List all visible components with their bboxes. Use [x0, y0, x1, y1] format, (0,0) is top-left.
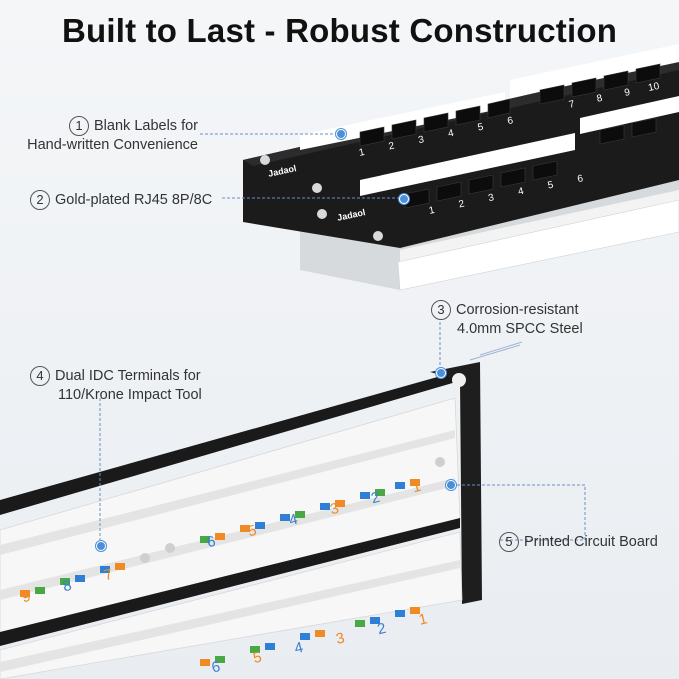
hotspot-dot-1[interactable] [336, 129, 346, 139]
port-number: 4 [447, 127, 455, 140]
hotspot-dot-2[interactable] [399, 194, 409, 204]
port-number: 5 [546, 179, 555, 192]
callout-text: 4.0mm SPCC Steel [457, 321, 583, 337]
idc-number: 4 [287, 510, 300, 530]
callout-steel: 3 Corrosion-resistant 4.0mm SPCC Steel [431, 300, 583, 338]
port-number: 2 [387, 140, 396, 153]
idc-number: 3 [328, 499, 341, 519]
callout-text: Dual IDC Terminals for [55, 367, 201, 384]
idc-number: 1 [410, 477, 423, 497]
callout-gold-plated: 2 Gold-plated RJ45 8P/8C [30, 190, 212, 210]
idc-number: 5 [251, 648, 264, 668]
callout-number: 4 [30, 366, 50, 386]
idc-number: 1 [417, 610, 430, 629]
page-title: Built to Last - Robust Construction [61, 12, 618, 49]
port-number: 3 [417, 134, 426, 147]
idc-number: 7 [102, 565, 115, 585]
top-patch-panel [243, 44, 679, 291]
idc-number: 4 [292, 638, 305, 658]
port-number: 2 [457, 198, 466, 211]
callout-pcb: 5 Printed Circuit Board [499, 532, 658, 552]
port-number: 6 [506, 115, 515, 128]
port-number: 7 [568, 98, 576, 111]
port-number: 1 [358, 146, 366, 159]
idc-number: 2 [375, 619, 388, 639]
callout-text: Printed Circuit Board [524, 533, 658, 550]
callout-number: 1 [69, 116, 90, 136]
callout-idc-terminals: 4 Dual IDC Terminals for 110/Krone Impact… [30, 366, 202, 404]
idc-number: 8 [61, 576, 74, 596]
callout-text: Hand-written Convenience [27, 137, 198, 153]
port-number: 3 [487, 192, 496, 205]
port-number: 9 [623, 87, 632, 99]
callout-text: Blank Labels for [94, 117, 198, 134]
port-number: 5 [476, 121, 485, 134]
idc-number: 3 [334, 629, 347, 648]
port-number: 6 [576, 173, 585, 186]
hotspot-dot-5[interactable] [446, 480, 456, 490]
callout-text: Corrosion-resistant [456, 301, 579, 318]
hotspot-dot-3[interactable] [436, 368, 446, 378]
idc-number: 5 [246, 521, 259, 541]
callout-number: 2 [30, 190, 50, 210]
port-number: 8 [595, 92, 604, 105]
port-number: 1 [428, 204, 436, 217]
bottom-patch-panel [0, 362, 482, 679]
idc-number: 2 [369, 488, 382, 508]
hotspot-dot-4[interactable] [96, 541, 106, 551]
port-number: 4 [517, 185, 525, 198]
callout-number: 3 [431, 300, 451, 320]
callout-text: Gold-plated RJ45 8P/8C [55, 191, 213, 208]
port-number: 10 [647, 80, 661, 94]
callout-number: 5 [499, 532, 519, 552]
callout-text: 110/Krone Impact Tool [58, 387, 202, 403]
